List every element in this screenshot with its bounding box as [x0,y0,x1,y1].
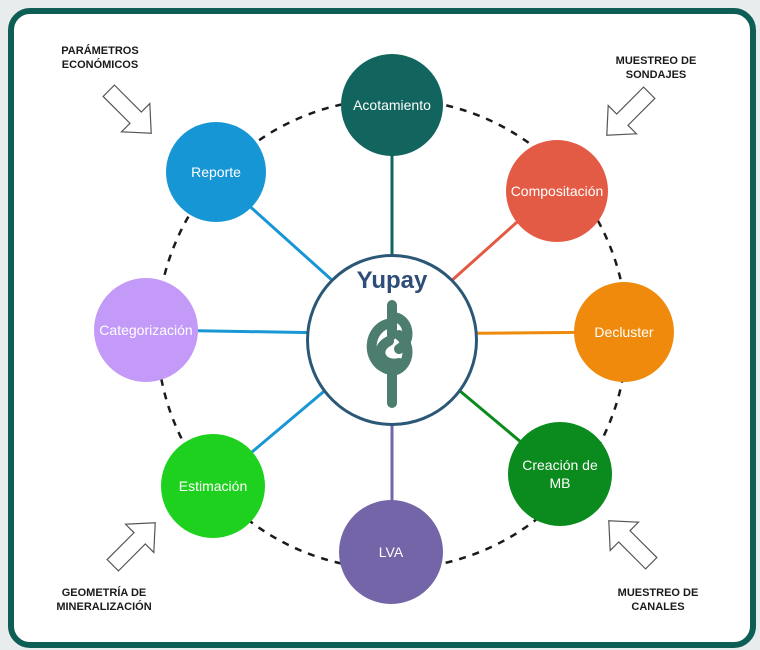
node-acotamiento: Acotamiento [341,54,443,156]
label-parametros-economicos: PARÁMETROS ECONÓMICOS [30,44,170,72]
label-geometria-line2: MINERALIZACIÓN [56,601,152,613]
arrow-bottom-right-icon [608,520,658,570]
node-lva-label: LVA [378,544,404,560]
node-creacion-mb: Creación de MB [508,422,612,526]
label-muestreo-sondajes: MUESTREO DE SONDAJES [586,54,726,82]
node-composite: Compositación [506,140,608,242]
node-decluster: Decluster [574,282,674,382]
node-acotamiento-label: Acotamiento [353,97,431,113]
center-hub: Yupay [306,254,478,426]
node-categorizacion: Categorización [94,278,198,382]
label-geometria-mineralizacion: GEOMETRÍA DE MINERALIZACIÓN [34,586,174,614]
node-lva: LVA [339,500,443,604]
node-reporte-label: Reporte [191,164,241,180]
label-parametros-line2: ECONÓMICOS [61,59,139,71]
label-sondajes-line2: SONDAJES [625,69,687,81]
arrow-top-left-icon [102,84,152,134]
node-decluster-label: Decluster [594,324,654,340]
node-reporte: Reporte [166,122,266,222]
node-categorizacion-label: Categorización [99,322,193,338]
arrow-bottom-left-icon [106,522,156,572]
label-parametros-line1: PARÁMETROS [61,45,139,57]
knot-icon [366,300,413,408]
label-canales-line2: CANALES [631,601,685,613]
diagram-frame: PARÁMETROS ECONÓMICOS MUESTREO DE SONDAJ… [8,8,756,648]
label-canales-line1: MUESTREO DE [617,587,699,599]
node-estimacion: Estimación [161,434,265,538]
node-creacion-label: Creación de MB [522,457,598,491]
label-sondajes-line1: MUESTREO DE [615,55,697,67]
label-muestreo-canales: MUESTREO DE CANALES [588,586,728,614]
label-geometria-line1: GEOMETRÍA DE [61,587,147,599]
center-title: Yupay [356,267,428,294]
node-estimacion-label: Estimación [178,478,248,494]
arrow-top-right-icon [606,86,656,136]
node-composite-label: Compositación [510,183,604,199]
